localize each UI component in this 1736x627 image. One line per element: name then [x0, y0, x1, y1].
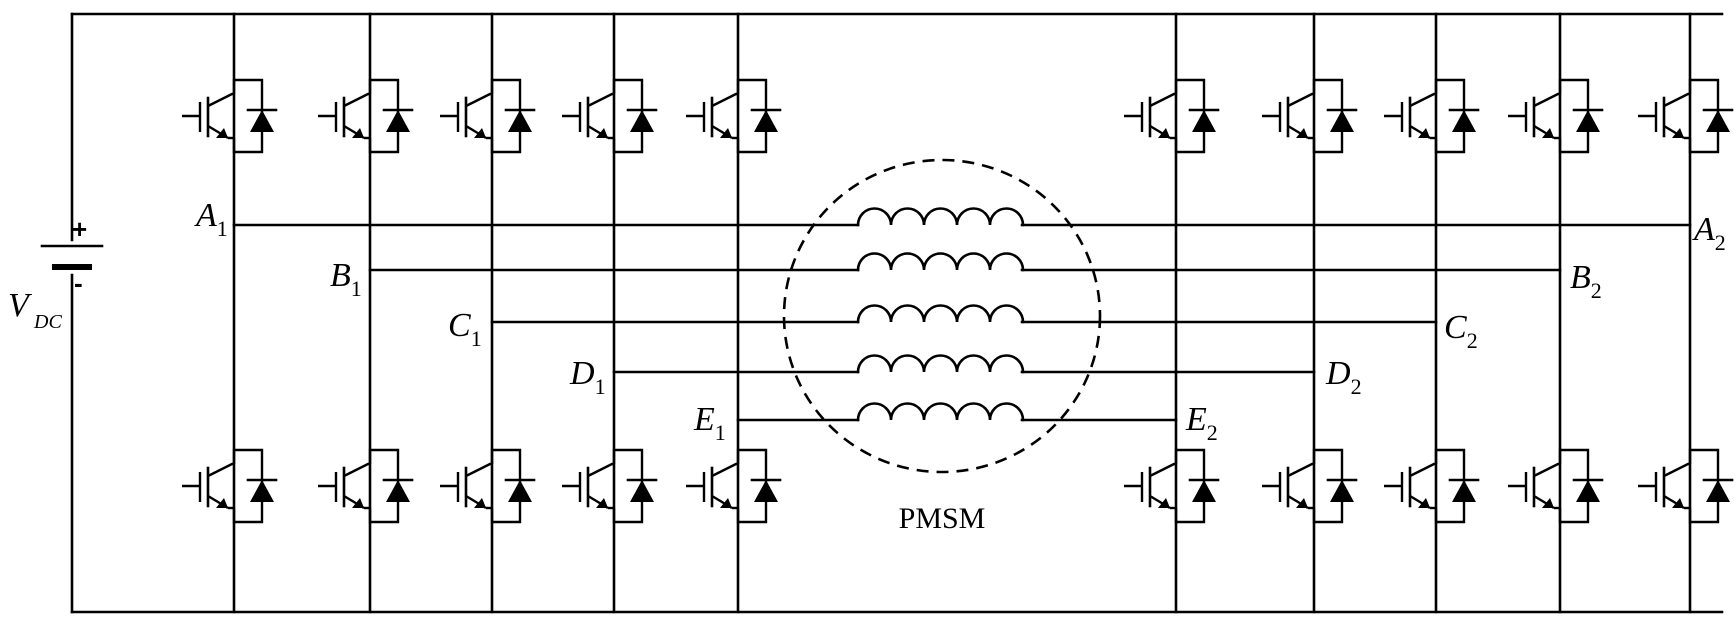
igbt-switch-icon: [1636, 448, 1734, 524]
terminal-label-c2: C2: [1444, 309, 1478, 353]
inverter-legs: [180, 12, 1734, 614]
dc-bus: [70, 12, 1724, 614]
coil-icon: [856, 354, 1025, 374]
igbt-switch-icon: [560, 78, 658, 154]
igbt-switch-icon: [1506, 78, 1604, 154]
terminal-label-b2: B2: [1570, 259, 1602, 303]
igbt-switch-icon: [684, 448, 782, 524]
source-label-v: V: [8, 287, 33, 324]
igbt-switch-icon: [1260, 448, 1358, 524]
igbt-switch-icon: [316, 448, 414, 524]
terminal-label-d1: D1: [569, 355, 606, 399]
terminal-label-b1: B1: [330, 257, 362, 301]
motor-boundary: [782, 158, 1102, 474]
terminal-label-a2: A2: [1692, 211, 1726, 255]
coil-icon: [856, 207, 1025, 227]
igbt-switch-icon: [1506, 448, 1604, 524]
igbt-switch-icon: [1382, 78, 1480, 154]
terminal-label-e1: E1: [693, 401, 726, 445]
dc-source-battery-icon: + -: [40, 214, 104, 298]
coil-icon: [856, 402, 1025, 422]
terminal-label-c1: C1: [448, 307, 482, 351]
igbt-switch-icon: [1382, 448, 1480, 524]
igbt-switch-icon: [180, 448, 278, 524]
coil-icon: [856, 304, 1025, 324]
igbt-switch-icon: [1636, 78, 1734, 154]
igbt-switch-icon: [1122, 78, 1220, 154]
battery-minus-sign: -: [74, 268, 83, 298]
igbt-switch-icon: [684, 78, 782, 154]
igbt-switch-icon: [438, 448, 536, 524]
igbt-switch-icon: [1122, 448, 1220, 524]
terminal-label-d2: D2: [1325, 355, 1362, 399]
source-label-dc: DC: [33, 311, 62, 333]
battery-plus-sign: +: [72, 214, 87, 244]
igbt-switch-icon: [1260, 78, 1358, 154]
igbt-switch-icon: [560, 448, 658, 524]
coil-icon: [856, 252, 1025, 272]
winding-coils: [856, 207, 1025, 422]
phase-wires: [232, 223, 1692, 422]
igbt-switch-icon: [438, 78, 536, 154]
terminal-label-a1: A1: [194, 197, 228, 241]
igbt-switch-icon: [180, 78, 278, 154]
terminal-label-e2: E2: [1185, 401, 1218, 445]
igbt-switch-icon: [316, 78, 414, 154]
motor-label: PMSM: [899, 502, 986, 535]
